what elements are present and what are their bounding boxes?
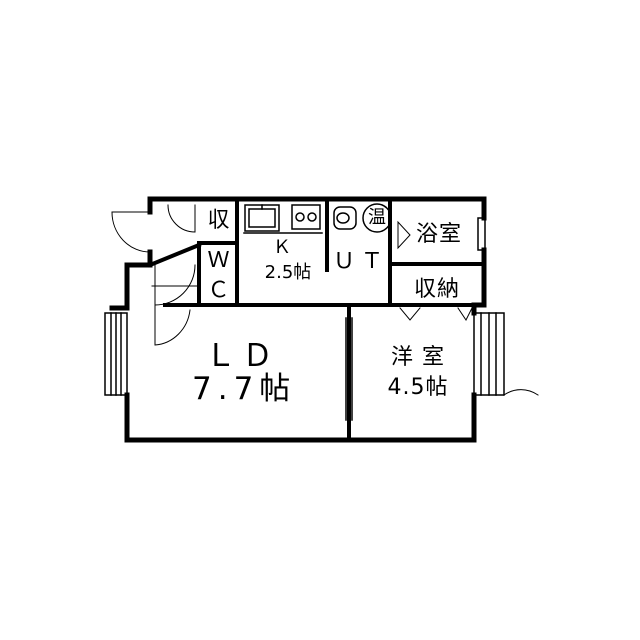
room-western-area: 4.5帖 [387, 375, 449, 400]
room-wc-c: Ｃ [207, 278, 231, 303]
room-ut-name: ＵＴ [333, 249, 390, 274]
interior-walls [147, 200, 486, 442]
doors [111, 204, 539, 396]
room-ld-name: ＬＤ [205, 338, 279, 374]
room-closet-name: 収 [207, 208, 231, 233]
room-ld-area: 7.7帖 [192, 371, 297, 407]
water-heater-label: 温 [368, 207, 386, 228]
windows [104, 217, 505, 421]
room-western-name: 洋 室 [391, 345, 445, 370]
room-kitchen-area: 2.5帖 [264, 262, 312, 283]
room-kitchen-name: Ｋ [273, 237, 291, 258]
room-storage-name: 収納 [413, 277, 460, 302]
room-bath-name: 浴室 [415, 222, 462, 247]
room-wc-w: Ｗ [207, 248, 231, 273]
fixtures [243, 203, 392, 234]
exterior-walls [109, 196, 487, 443]
